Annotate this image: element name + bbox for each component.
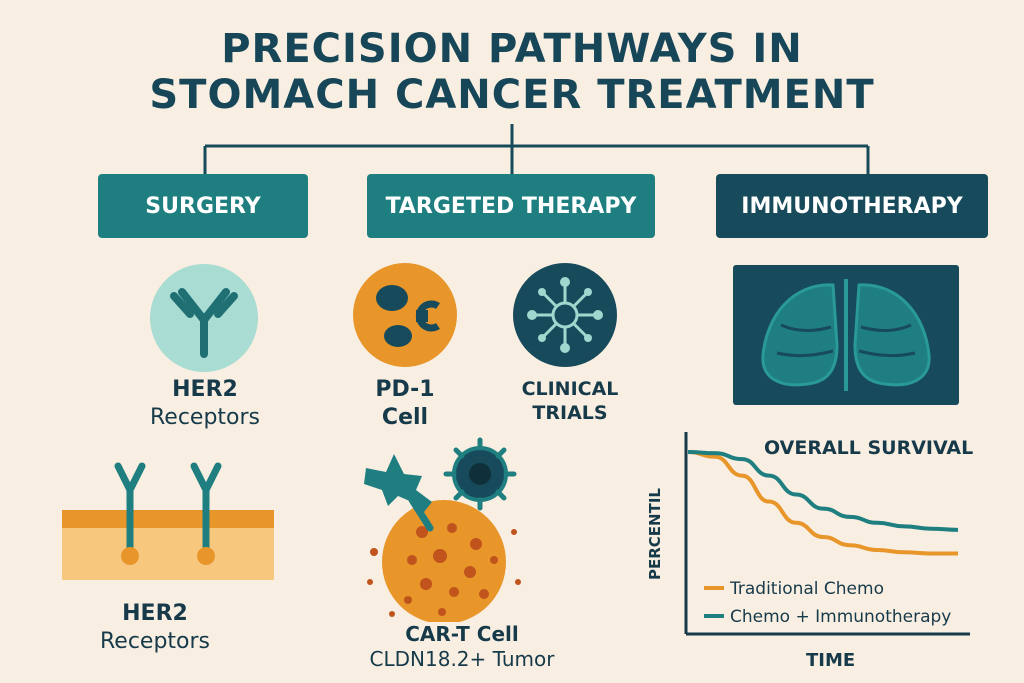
clinical-trials-label: CLINICAL TRIALS <box>500 378 640 426</box>
her2-top-line2: Receptors <box>149 404 261 430</box>
lung-scan-icon <box>733 265 959 405</box>
antibody-icon <box>150 264 258 372</box>
pd1-line1: PD-1 <box>375 377 435 402</box>
page-title-line2: STOMACH CANCER TREATMENT <box>149 72 875 118</box>
trials-line2: TRIALS <box>532 401 608 424</box>
trials-line1: CLINICAL <box>521 378 619 400</box>
pd1-cell-icon <box>353 263 457 367</box>
pd1-line2: Cell <box>381 404 429 430</box>
her2-bottom-line2: Receptors <box>99 628 211 654</box>
cart-line2: CLDN18.2+ Tumor <box>369 647 555 671</box>
series-line-0 <box>687 450 958 556</box>
her2-top-label: HER2 Receptors <box>120 376 290 431</box>
cart-tumor-icon <box>364 437 521 622</box>
chart-y-label: PERCENTIL <box>646 488 664 580</box>
cart-line1: CAR-T Cell <box>405 622 519 646</box>
chart-title: OVERALL SURVIVAL <box>764 437 973 459</box>
series-line-1 <box>687 450 959 532</box>
targeted-therapy-label: TARGETED THERAPY <box>385 193 637 219</box>
surgery-label: SURGERY <box>145 193 261 219</box>
immunotherapy-label: IMMUNOTHERAPY <box>741 193 963 219</box>
legend-immuno: Chemo + Immunotherapy <box>730 607 951 627</box>
chart-x-label: TIME <box>806 650 855 671</box>
cart-label: CAR-T Cell CLDN18.2+ Tumor <box>352 622 572 672</box>
her2-top-line1: HER2 <box>172 377 238 402</box>
her2-bottom-label: HER2 Receptors <box>80 600 230 655</box>
immunotherapy-branch: IMMUNOTHERAPY <box>716 174 988 238</box>
pd1-label: PD-1 Cell <box>340 376 470 431</box>
surgery-branch: SURGERY <box>98 174 308 238</box>
her2-bottom-line1: HER2 <box>122 601 188 626</box>
cell-membrane-icon <box>62 462 274 580</box>
survival-chart: OVERALL SURVIVAL PERCENTIL TIME Traditio… <box>646 432 973 671</box>
page-title-line1: PRECISION PATHWAYS IN <box>221 26 803 72</box>
legend-traditional: Traditional Chemo <box>729 579 884 599</box>
molecule-icon <box>513 263 617 367</box>
targeted-therapy-branch: TARGETED THERAPY <box>367 174 655 238</box>
